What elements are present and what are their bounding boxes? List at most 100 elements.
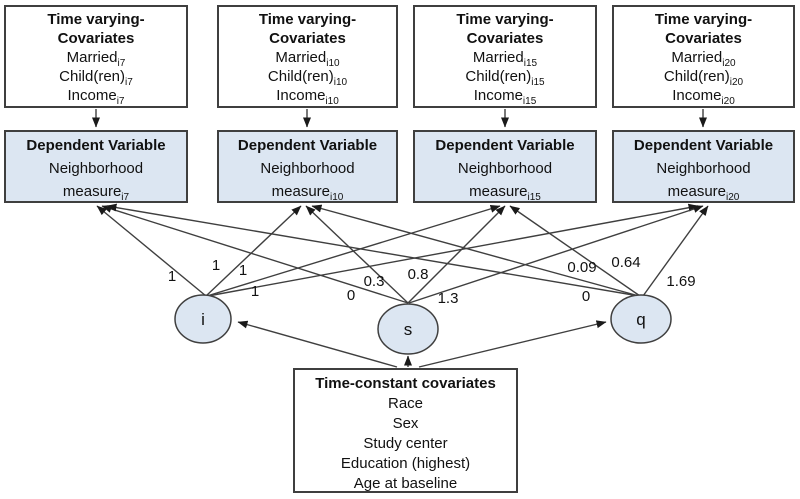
box-title: Time varying- xyxy=(654,11,753,28)
coef-i-1: 1 xyxy=(168,268,176,285)
item-subscript: i7 xyxy=(116,96,125,107)
box-title: Dependent Variable xyxy=(633,137,774,154)
covariate-item: Sex xyxy=(392,415,419,432)
item-text: measure xyxy=(62,183,122,200)
latent-node-q-label: q xyxy=(636,310,645,329)
time-varying-box-i20: Time varying- Covariates Marriedi20 Chil… xyxy=(612,5,795,108)
item-text: Married xyxy=(275,49,327,66)
dependent-measure: measurei20 xyxy=(614,180,793,203)
item-subscript: i10 xyxy=(333,77,348,88)
dependent-line: Neighborhood xyxy=(457,160,553,177)
item-subscript: i10 xyxy=(325,96,339,107)
box-title: Covariates xyxy=(269,30,346,47)
latent-node-i-label: i xyxy=(201,310,205,329)
item-subscript: i20 xyxy=(726,192,740,203)
covariate-item: Age at baseline xyxy=(353,475,458,492)
latent-node-i xyxy=(174,294,232,344)
item-subscript: i7 xyxy=(121,192,130,203)
latent-node-q xyxy=(610,294,672,344)
item-subscript: i7 xyxy=(117,58,126,69)
coef-s-1: 0 xyxy=(347,287,355,304)
covariate-item: Child(ren)i15 xyxy=(415,67,595,88)
dependent-line: Neighborhood xyxy=(260,160,355,177)
box-title: Dependent Variable xyxy=(26,137,166,154)
item-text: Child(ren) xyxy=(267,68,334,85)
box-title: Time varying- xyxy=(456,11,554,28)
item-text: Child(ren) xyxy=(663,68,730,85)
covariate-item: Marriedi10 xyxy=(219,48,396,69)
item-text: Income xyxy=(67,87,117,104)
item-subscript: i15 xyxy=(527,192,541,203)
item-text: Income xyxy=(672,87,722,104)
item-text: Income xyxy=(473,87,523,104)
time-varying-box-i7: Time varying- Covariates Marriedi7 Child… xyxy=(4,5,188,108)
coef-s-3: 0.8 xyxy=(408,266,429,283)
covariate-item: Incomei7 xyxy=(6,86,186,107)
item-subscript: i10 xyxy=(330,192,344,203)
coef-i-3: 1 xyxy=(239,262,247,279)
covariate-item: Child(ren)i20 xyxy=(614,67,793,88)
covariate-item: Marriedi15 xyxy=(415,48,595,69)
covariate-item: Marriedi7 xyxy=(6,48,186,69)
coef-i-2: 1 xyxy=(212,257,220,274)
covariate-item: Marriedi20 xyxy=(614,48,793,69)
box-title: Dependent Variable xyxy=(435,137,575,154)
box-title: Time-constant covariates xyxy=(315,375,496,392)
item-text: measure xyxy=(667,183,726,200)
item-text: Child(ren) xyxy=(59,68,126,85)
covariate-item: Incomei15 xyxy=(415,86,595,107)
item-text: measure xyxy=(271,183,330,200)
dependent-variable-box-i7: Dependent Variable Neighborhood measurei… xyxy=(4,130,188,203)
item-subscript: i7 xyxy=(125,77,133,88)
box-title: Dependent Variable xyxy=(237,137,378,154)
coef-q-4: 1.69 xyxy=(666,273,695,290)
dependent-variable-box-i10: Dependent Variable Neighborhood measurei… xyxy=(217,130,398,203)
covariate-item: Education (highest) xyxy=(340,455,471,472)
quadratic-loading-paths xyxy=(106,203,709,297)
time-constant-to-latent-arrows xyxy=(237,320,607,368)
box-title: Covariates xyxy=(665,30,742,47)
item-text: Married xyxy=(66,49,118,66)
dependent-line: Neighborhood xyxy=(656,160,751,177)
item-subscript: i15 xyxy=(531,77,545,88)
box-title: Time varying- xyxy=(47,11,145,28)
box-title: Covariates xyxy=(466,30,544,47)
path-coefficient-labels: 1 1 1 1 0 0.3 0.8 1.3 0 0.09 0.64 1.69 xyxy=(168,254,696,307)
item-subscript: i20 xyxy=(729,77,744,88)
coef-q-2: 0.09 xyxy=(567,259,596,276)
item-text: Married xyxy=(472,49,524,66)
time-varying-box-i15: Time varying- Covariates Marriedi15 Chil… xyxy=(413,5,597,108)
item-text: Married xyxy=(671,49,723,66)
dependent-measure: measurei10 xyxy=(219,180,396,203)
coef-s-4: 1.3 xyxy=(438,290,459,307)
dependent-measure: measurei15 xyxy=(415,180,595,203)
slope-loading-paths xyxy=(101,205,704,304)
box-title: Time varying- xyxy=(258,11,357,28)
item-text: Child(ren) xyxy=(465,68,532,85)
coef-s-2: 0.3 xyxy=(364,273,385,290)
coef-q-1: 0 xyxy=(582,288,590,305)
time-varying-box-i10: Time varying- Covariates Marriedi10 Chil… xyxy=(217,5,398,108)
item-subscript: i15 xyxy=(523,58,538,69)
item-subscript: i15 xyxy=(522,96,537,107)
box-title: Covariates xyxy=(57,30,135,47)
latent-node-s xyxy=(377,303,439,355)
item-subscript: i20 xyxy=(721,96,735,107)
covariate-item: Child(ren)i7 xyxy=(6,67,186,88)
coef-i-4: 1 xyxy=(251,283,259,300)
item-subscript: i10 xyxy=(326,58,340,69)
item-text: Income xyxy=(276,87,326,104)
covariate-item: Study center xyxy=(363,435,448,452)
covariate-to-dependent-arrows xyxy=(92,109,707,128)
covariate-item: Race xyxy=(387,395,424,412)
dependent-variable-box-i20: Dependent Variable Neighborhood measurei… xyxy=(612,130,795,203)
item-text: measure xyxy=(469,183,528,200)
covariate-item: Incomei20 xyxy=(614,86,793,107)
covariate-item: Incomei10 xyxy=(219,86,396,107)
dependent-line: Neighborhood xyxy=(48,160,144,177)
dependent-measure: measurei7 xyxy=(6,180,186,203)
item-subscript: i20 xyxy=(722,58,736,69)
dependent-variable-box-i15: Dependent Variable Neighborhood measurei… xyxy=(413,130,597,203)
